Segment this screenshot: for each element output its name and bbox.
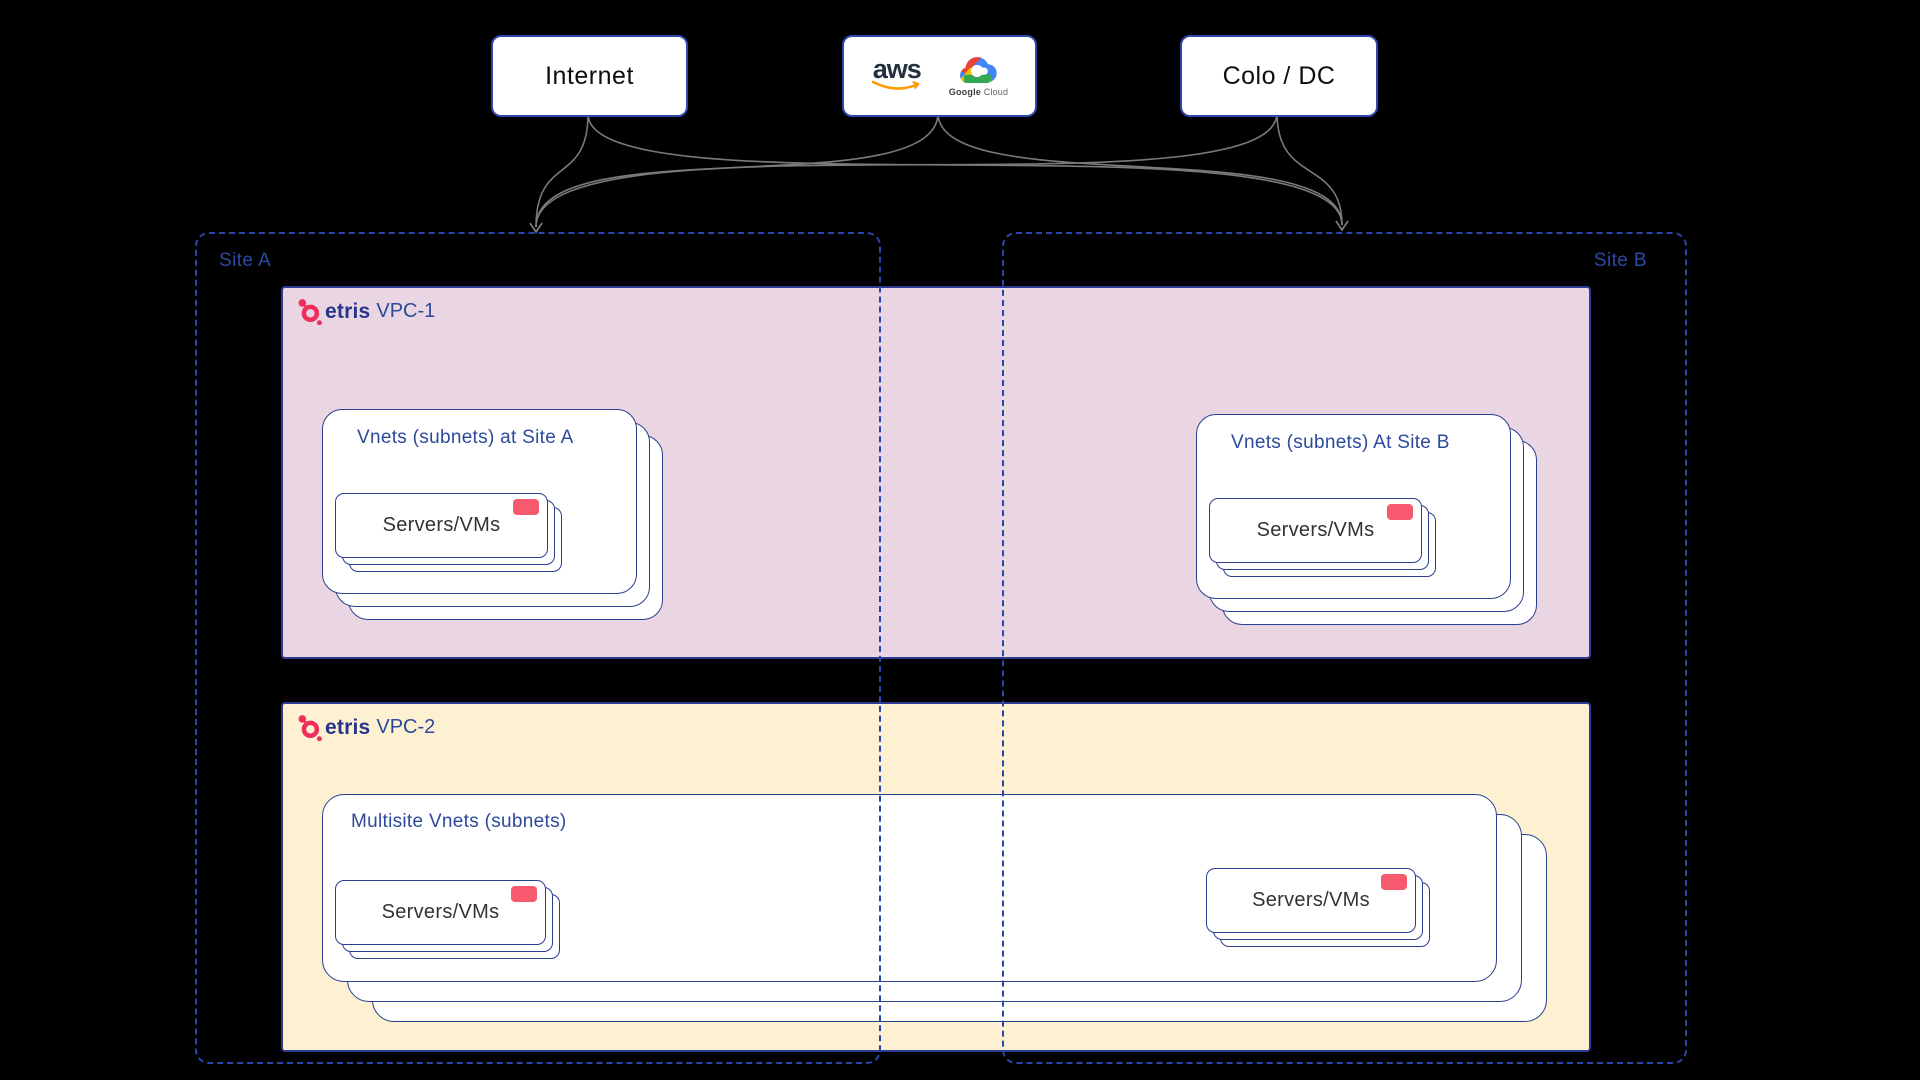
vpc-2-name: VPC-2 <box>376 716 436 738</box>
multisite-vnets-stack: Multisite Vnets (subnets) Servers/VMs Se… <box>322 794 1547 1022</box>
servers-vms-label: Servers/VMs <box>1256 519 1375 541</box>
server-badge-icon <box>1387 504 1413 520</box>
servers-vms-card: Servers/VMs <box>335 880 546 945</box>
multisite-vnets-title: Multisite Vnets (subnets) <box>351 811 567 832</box>
line-internet-site-a <box>535 113 589 228</box>
vpc-1-name: VPC-1 <box>376 300 436 322</box>
vnets-site-a-stack: Vnets (subnets) at Site A Servers/VMs <box>322 409 663 620</box>
server-badge-icon <box>1381 874 1407 890</box>
servers-vms-label: Servers/VMs <box>1252 889 1370 911</box>
google-cloud-label: Google Cloud <box>948 87 1009 97</box>
internet-label: Internet <box>545 61 634 90</box>
servers-vms-stack: Servers/VMs <box>335 493 562 572</box>
servers-vms-stack: Servers/VMs <box>335 880 560 959</box>
servers-vms-stack: Servers/VMs <box>1209 498 1436 577</box>
vnets-site-b-card: Vnets (subnets) At Site B Servers/VMs <box>1196 414 1511 599</box>
vpc-2-box: etris VPC-2 Multisite Vnets (subnets) Se… <box>281 702 1591 1052</box>
site-b-region: Site B <box>1002 232 1687 1064</box>
vnets-site-b-title: Vnets (subnets) At Site B <box>1231 432 1450 453</box>
servers-vms-stack: Servers/VMs <box>1206 868 1430 947</box>
vpc-2-label: etris VPC-2 <box>296 713 435 742</box>
netris-logo-icon <box>298 715 322 742</box>
google-cloud-cloud-icon <box>960 57 998 84</box>
site-a-label: Site A <box>219 250 272 271</box>
line-colo-site-b <box>1276 112 1343 226</box>
netris-brand-text: etris <box>325 299 371 323</box>
vnets-site-a-title: Vnets (subnets) at Site A <box>357 427 574 448</box>
vpc-1-label: etris VPC-1 <box>296 297 435 326</box>
multisite-vnets-card: Multisite Vnets (subnets) Servers/VMs Se… <box>322 794 1497 982</box>
line-cloud-site-b <box>937 112 1343 226</box>
aws-smile-icon <box>871 80 920 90</box>
internet-node: Internet <box>491 35 688 117</box>
servers-vms-card: Servers/VMs <box>335 493 548 558</box>
colo-dc-label: Colo / DC <box>1222 61 1336 90</box>
google-cloud-logo-icon: Google Cloud <box>949 55 1008 97</box>
vnets-site-b-stack: Vnets (subnets) At Site B Servers/VMs <box>1196 414 1537 625</box>
colo-dc-node: Colo / DC <box>1180 35 1378 117</box>
server-badge-icon <box>513 499 539 515</box>
site-b-label: Site B <box>1593 250 1647 271</box>
vnets-site-a-card: Vnets (subnets) at Site A Servers/VMs <box>322 409 637 594</box>
cloud-logos: aws <box>871 55 1008 97</box>
vpc-1-box: etris VPC-1 Vnets (subnets) at Site A Se… <box>281 286 1591 659</box>
servers-vms-card: Servers/VMs <box>1209 498 1422 563</box>
servers-vms-card: Servers/VMs <box>1206 868 1416 933</box>
arrowhead-icon <box>1335 220 1349 232</box>
netris-brand-text: etris <box>325 715 371 739</box>
server-badge-icon <box>511 886 537 902</box>
netris-logo-icon <box>298 299 322 326</box>
aws-logo-icon: aws <box>871 53 923 93</box>
aws-label: aws <box>872 53 922 84</box>
public-cloud-node: aws <box>842 35 1037 117</box>
servers-vms-label: Servers/VMs <box>381 901 500 923</box>
site-a-region: Site A <box>195 232 881 1064</box>
line-colo-site-a <box>535 112 1278 228</box>
servers-vms-label: Servers/VMs <box>382 514 501 536</box>
